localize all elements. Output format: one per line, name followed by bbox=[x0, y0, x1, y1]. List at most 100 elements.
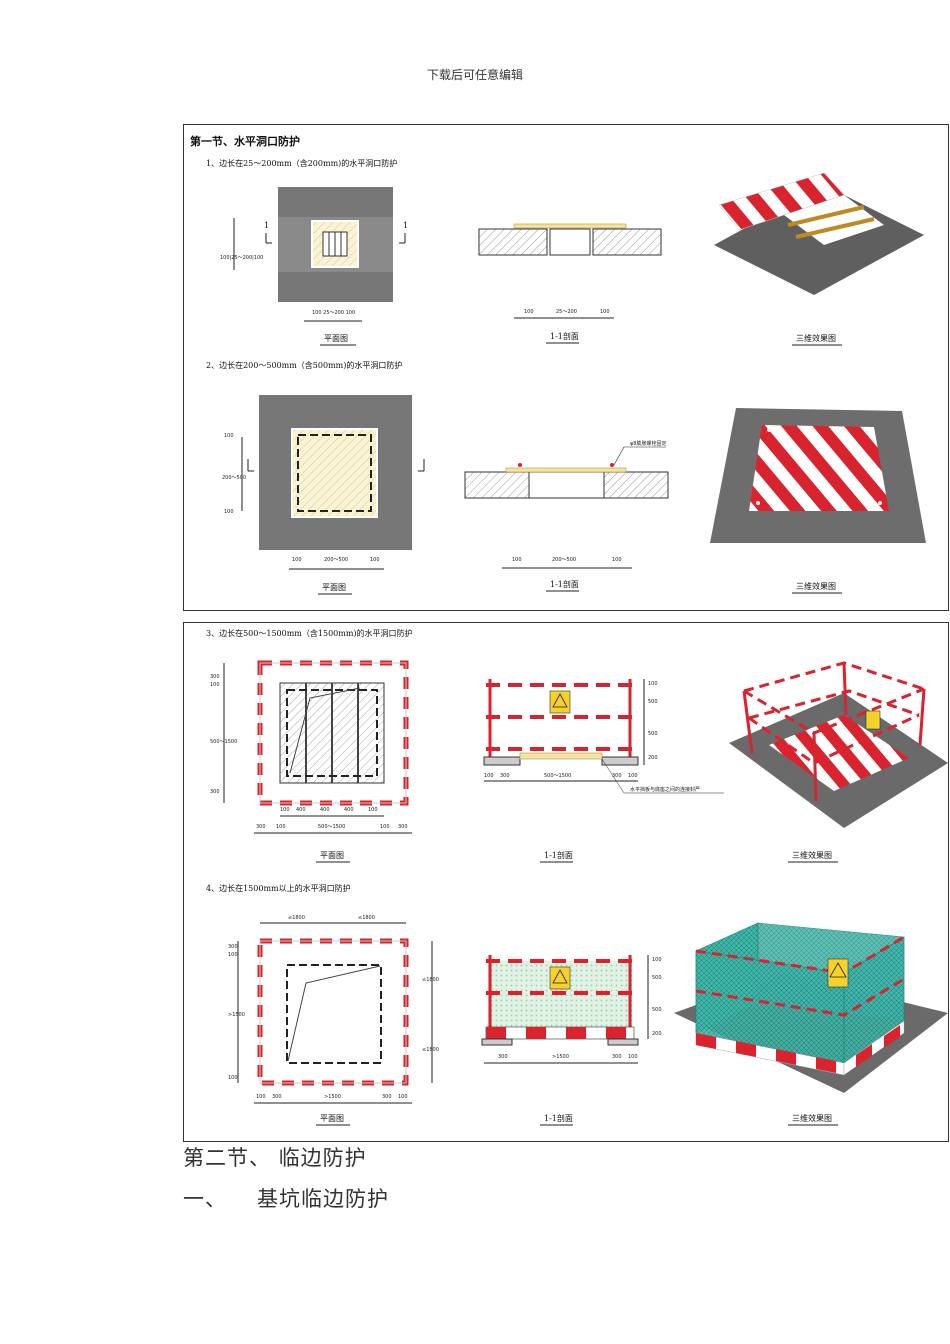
item-1-sec-dim-a: 100 bbox=[524, 309, 534, 315]
item-4-bottom-dim-a: 100 bbox=[256, 1094, 266, 1100]
item-1-side-dims: 100|25～200|100 bbox=[220, 255, 263, 261]
section-mark-right: 1 bbox=[403, 221, 408, 230]
item-3-note: 水平挡板与底座之间的连接封严 bbox=[630, 786, 700, 793]
item-2-caption-section: 1-1剖面 bbox=[550, 579, 579, 589]
item-4-side-dim-a: 300 bbox=[228, 944, 238, 950]
item-4-side-dim-c: >1500 bbox=[228, 1012, 245, 1018]
item-3-sec-right-c: 500 bbox=[648, 731, 658, 737]
item-2-plan-dim-c: 100 bbox=[370, 557, 380, 563]
item-4-sec-right-b: 500 bbox=[652, 975, 662, 981]
item-4-sec-right-d: 200 bbox=[652, 1031, 662, 1037]
item-3-side-dim-d: 300 bbox=[210, 789, 220, 795]
item-3-plan: 300 100 500～1500 300 100 400 400 400 100… bbox=[210, 660, 412, 863]
item-1-caption-section: 1-1剖面 bbox=[550, 331, 579, 341]
item-3-sec-bottom-d: 300 bbox=[612, 773, 622, 779]
item-4-sec-right-a: 100 bbox=[652, 957, 662, 963]
item-1-plan: 1 1 100|25～200|100 100 25～200 100 平面图 bbox=[220, 187, 408, 346]
item-2-sec-dim-c: 100 bbox=[612, 557, 622, 563]
item-4-section: 100 500 500 200 300 >1500 300 100 1-1剖面 bbox=[481, 955, 662, 1126]
item-2-caption-3d: 三维效果图 bbox=[796, 581, 836, 591]
item-4-sec-right-c: 500 bbox=[652, 1007, 662, 1013]
item-1-title: 1、边长在25～200mm（含200mm)的水平洞口防护 bbox=[206, 158, 397, 168]
item-4-right-dim-a: ≤1800 bbox=[422, 977, 439, 983]
drawing-sheet-1: 第一节、水平洞口防护 1、边长在25～200mm（含200mm)的水平洞口防护 … bbox=[183, 124, 949, 611]
item-3-sec-bottom-a: 100 bbox=[484, 773, 494, 779]
sheet-2-drawing: 3、边长在500～1500mm（含1500mm)的水平洞口防护 300 100 … bbox=[206, 628, 948, 1126]
item-3-bottom-dim-e: 300 bbox=[398, 824, 408, 830]
item-4-top-dim-b: ≤1800 bbox=[358, 915, 375, 921]
item-3-sec-bottom-c: 500～1500 bbox=[544, 773, 571, 779]
header-note: 下载后可任意编辑 bbox=[426, 68, 523, 82]
item-3-sec-right-b: 500 bbox=[648, 699, 658, 705]
item-1-caption-plan: 平面图 bbox=[324, 334, 348, 343]
item-3-sec-right-a: 100 bbox=[648, 681, 658, 687]
item-1-section: 100 25～200 100 1-1剖面 bbox=[478, 223, 662, 344]
item-2-title: 2、边长在200～500mm（含500mm)的水平洞口防护 bbox=[206, 360, 402, 370]
item-3-inner-dim-e: 100 bbox=[368, 807, 378, 813]
item-3-caption-plan: 平面图 bbox=[320, 851, 344, 860]
item-4-sec-bottom-a: 300 bbox=[498, 1054, 508, 1060]
item-4-sec-bottom-d: 100 bbox=[628, 1054, 638, 1060]
item-2-3d-view: 三维效果图 bbox=[710, 408, 926, 594]
item-2-sec-dim-b: 200～500 bbox=[552, 557, 576, 563]
item-2-plan-dim-b: 200～500 bbox=[324, 557, 348, 563]
item-2-plan: 100 200～500 100 100 200～500 100 平面图 bbox=[222, 395, 425, 595]
item-3-inner-dim-a: 100 bbox=[280, 807, 290, 813]
item-3-side-dim-b: 100 bbox=[210, 682, 220, 688]
item-4-caption-3d: 三维效果图 bbox=[792, 1113, 832, 1123]
item-4-3d-view: 三维效果图 bbox=[674, 922, 948, 1126]
item-3-title: 3、边长在500～1500mm（含1500mm)的水平洞口防护 bbox=[206, 628, 413, 638]
item-3-caption-section: 1-1剖面 bbox=[544, 850, 573, 860]
item-1-caption-3d: 三维效果图 bbox=[796, 333, 836, 343]
sub-title-number: 一、 bbox=[183, 1187, 227, 1211]
item-3-inner-dim-b: 400 bbox=[296, 807, 306, 813]
item-4-plan: ≤1800 ≤1800 300 100 >1500 100 ≤1800 ≤180… bbox=[228, 915, 439, 1126]
item-2-caption-plan: 平面图 bbox=[322, 583, 346, 592]
item-3-3d-view: 三维效果图 bbox=[729, 661, 948, 863]
item-3-bottom-dim-a: 300 bbox=[256, 824, 266, 830]
item-2-side-dim-a: 100 bbox=[224, 433, 234, 439]
item-4-title: 4、边长在1500mm以上的水平洞口防护 bbox=[206, 883, 351, 893]
item-2-side-dim-c: 100 bbox=[224, 509, 234, 515]
item-1-sec-dim-c: 100 bbox=[600, 309, 610, 315]
item-3-inner-dim-c: 400 bbox=[320, 807, 330, 813]
item-1-3d-view: 三维效果图 bbox=[714, 172, 924, 346]
item-3-caption-3d: 三维效果图 bbox=[792, 850, 832, 860]
item-2-sec-dim-a: 100 bbox=[512, 557, 522, 563]
item-1-sec-dim-b: 25～200 bbox=[556, 309, 577, 315]
item-4-caption-section: 1-1剖面 bbox=[544, 1113, 573, 1123]
item-2-side-dim-b: 200～500 bbox=[222, 475, 246, 481]
item-2-bolt-note: φ8膨胀螺栓固定 bbox=[630, 440, 666, 447]
item-4-sec-bottom-b: >1500 bbox=[552, 1054, 569, 1060]
item-2-section: φ8膨胀螺栓固定 100 200～500 100 1-1剖面 bbox=[464, 440, 669, 592]
item-4-bottom-dim-c: >1500 bbox=[324, 1094, 341, 1100]
sheet-1-drawing: 第一节、水平洞口防护 1、边长在25～200mm（含200mm)的水平洞口防护 … bbox=[190, 134, 926, 595]
item-3-inner-dim-d: 400 bbox=[344, 807, 354, 813]
item-4-side-dim-b: 100 bbox=[228, 952, 238, 958]
item-3-bottom-dim-d: 100 bbox=[380, 824, 390, 830]
section-mark-left: 1 bbox=[264, 221, 269, 230]
item-3-sec-bottom-b: 300 bbox=[500, 773, 510, 779]
item-3-side-dim-c: 500～1500 bbox=[210, 739, 237, 745]
item-4-side-dim-d: 100 bbox=[228, 1075, 238, 1081]
item-3-section: 100 500 500 200 100 300 500～1500 300 100… bbox=[483, 679, 724, 863]
item-4-sec-bottom-c: 300 bbox=[612, 1054, 622, 1060]
item-4-bottom-dim-d: 300 bbox=[382, 1094, 392, 1100]
item-2-plan-dim-a: 100 bbox=[292, 557, 302, 563]
item-3-bottom-dim-c: 500～1500 bbox=[318, 824, 345, 830]
drawing-sheet-2: 3、边长在500～1500mm（含1500mm)的水平洞口防护 300 100 … bbox=[183, 622, 949, 1142]
item-3-bottom-dim-b: 100 bbox=[276, 824, 286, 830]
sheet-1-heading: 第一节、水平洞口防护 bbox=[190, 134, 300, 148]
section-title: 第二节、 临边防护 bbox=[183, 1146, 367, 1170]
item-3-side-dim-a: 300 bbox=[210, 674, 220, 680]
item-3-sec-right-d: 200 bbox=[648, 755, 658, 761]
item-4-bottom-dim-b: 300 bbox=[272, 1094, 282, 1100]
item-4-bottom-dim-e: 100 bbox=[398, 1094, 408, 1100]
sub-title: 一、 基坑临边防护 bbox=[183, 1183, 389, 1213]
sub-title-text: 基坑临边防护 bbox=[257, 1187, 389, 1211]
item-3-sec-bottom-e: 100 bbox=[628, 773, 638, 779]
item-4-top-dim-a: ≤1800 bbox=[288, 915, 305, 921]
item-4-right-dim-b: ≤1800 bbox=[422, 1047, 439, 1053]
item-4-caption-plan: 平面图 bbox=[320, 1114, 344, 1123]
item-1-plan-dims: 100 25～200 100 bbox=[312, 310, 355, 316]
